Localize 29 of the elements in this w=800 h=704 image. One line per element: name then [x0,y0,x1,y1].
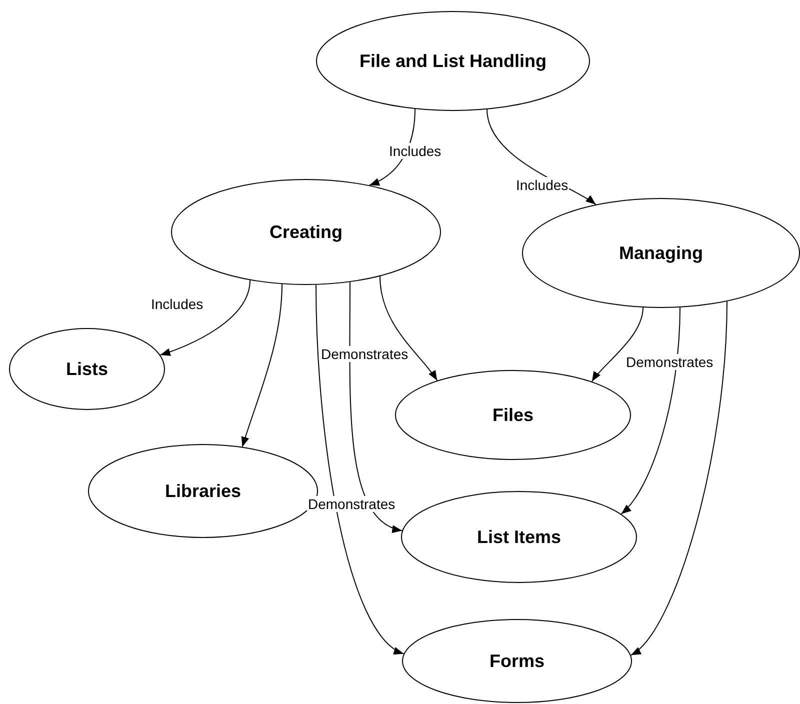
node-label: File and List Handling [359,50,546,72]
node-label: Creating [269,222,342,242]
edge-label: Includes [515,177,570,193]
arrow [591,307,644,382]
ellipse-node [316,11,590,111]
node-label: Managing [619,242,703,264]
node-label: Lists [66,358,108,380]
arrow [630,300,728,656]
ellipse-node [401,491,637,583]
ellipse-node [171,179,441,285]
node-label: Forms [489,650,544,672]
ellipse-node [9,328,165,410]
node-label: Libraries [164,480,242,502]
arrow [242,284,282,448]
node-label: List Items [476,526,562,548]
edge-label: Includes [388,143,442,159]
arrow [349,282,403,532]
ellipse-node [395,370,631,460]
arrow [380,276,438,382]
ellipse-node [402,619,632,703]
edge-label: Includes [150,296,204,312]
edge-label: Demonstrates [625,354,714,370]
edge-label: Demonstrates [307,496,396,512]
arrow [316,284,404,654]
arrow [620,306,680,514]
node-label: Files [492,404,534,426]
ellipse-node [522,198,800,308]
arrow [160,280,250,356]
edge-label: Demonstrates [320,346,410,362]
